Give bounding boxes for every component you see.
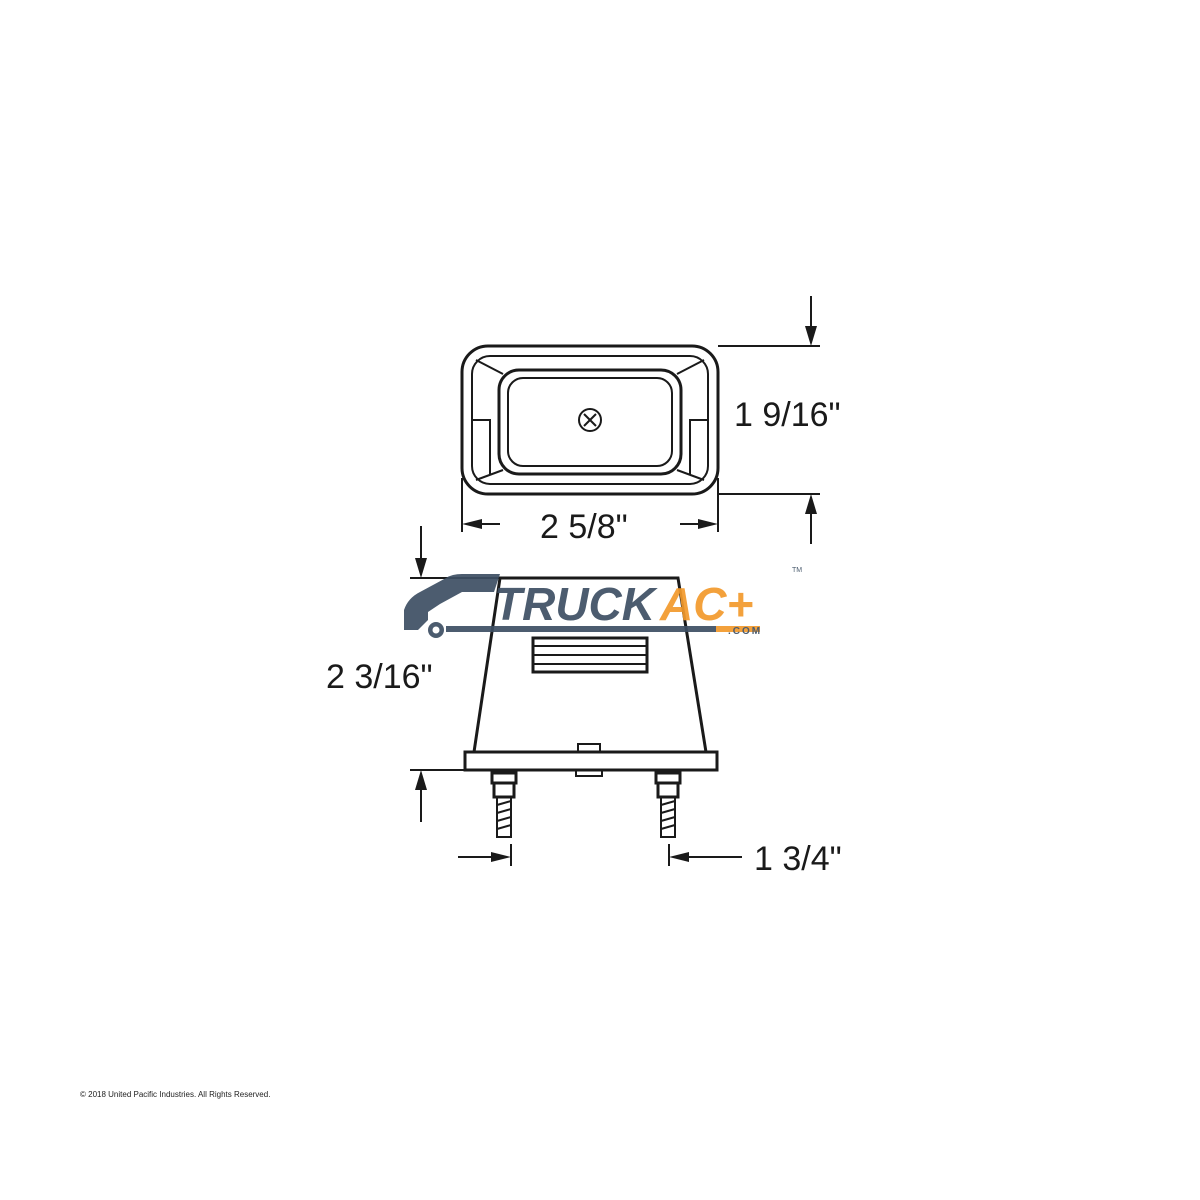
base-tab <box>577 743 601 753</box>
stud-left <box>490 771 518 838</box>
truck-silhouette-icon <box>404 574 760 638</box>
logo-word: TRUCK <box>494 578 658 630</box>
mounting-base <box>463 750 719 772</box>
logo-trademark: TM <box>792 567 802 574</box>
bezel-corner-line <box>475 359 504 375</box>
logo-domain: .COM <box>728 626 762 637</box>
dimension-label-height-side: 2 3/16" <box>326 658 433 696</box>
dimension-height-top: 1 9/16" <box>718 296 841 544</box>
top-view <box>460 344 720 496</box>
dimension-stud-spacing: 1 3/4" <box>458 840 842 878</box>
bezel-corner-line <box>676 359 705 375</box>
logo-suffix: AC+ <box>659 578 753 630</box>
copyright-notice: © 2018 United Pacific Industries. All Ri… <box>80 1090 271 1099</box>
side-view <box>463 576 719 838</box>
stud-right <box>654 771 682 838</box>
outer-housing <box>460 344 720 496</box>
dimension-label-width-top: 2 5/8" <box>540 508 628 546</box>
truck-ac-logo: TRUCK AC+ .COM TM <box>404 567 802 638</box>
base-tab-bottom <box>575 769 603 777</box>
lens-outer <box>497 368 683 476</box>
dimension-width-top: 2 5/8" <box>461 478 719 546</box>
dimension-label-stud-spacing: 1 3/4" <box>754 840 842 878</box>
dimension-height-side: 2 3/16" <box>326 526 500 822</box>
bezel-corner-line <box>676 469 705 481</box>
lens-window <box>531 636 649 674</box>
lens-inner <box>507 377 673 467</box>
dimension-label-height-top: 1 9/16" <box>734 396 841 434</box>
side-tab-left <box>472 419 491 474</box>
bezel-corner-line <box>475 469 504 481</box>
side-tab-right <box>689 419 708 474</box>
screw-icon <box>578 408 602 432</box>
